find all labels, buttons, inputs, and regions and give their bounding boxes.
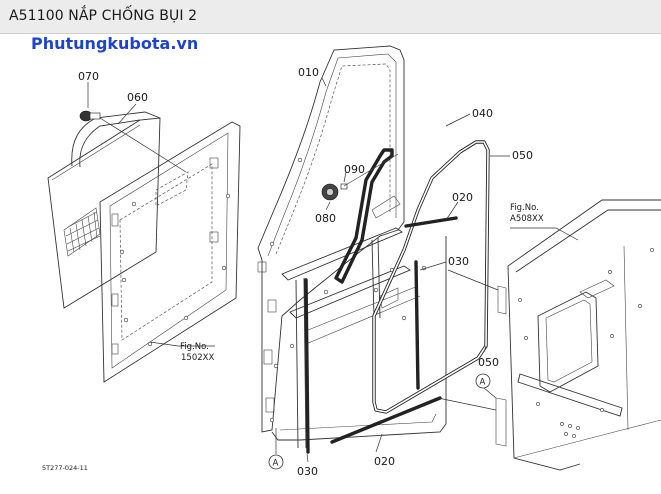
bolt-090-part	[340, 183, 348, 190]
cabin-body	[495, 199, 661, 471]
part-label-020-lower: 020	[374, 455, 395, 468]
part-label-050-lower: 050	[478, 356, 499, 369]
part-label-060: 060	[127, 91, 148, 104]
frame-plate	[99, 121, 241, 383]
mesh-screen	[63, 207, 101, 257]
fig-ref-a508-prefix: Fig.No.	[510, 203, 539, 213]
fig-ref-a508-number: A508XX	[510, 214, 544, 224]
part-label-080: 080	[315, 212, 336, 225]
part-label-030: 030	[448, 255, 469, 268]
watermark-text: Phutungkubota.vn	[31, 34, 198, 53]
strip-020-lower	[330, 396, 442, 444]
seal-050-part	[372, 140, 490, 414]
part-label-050: 050	[512, 149, 533, 162]
parts-diagram: Phutungkubota.vn	[31, 34, 661, 478]
strip-030-left	[304, 278, 310, 454]
section-marker-left: A	[273, 459, 279, 469]
seal-040-part	[334, 148, 394, 284]
section-marker-right: A	[480, 378, 486, 388]
part-label-030-lower: 030	[297, 465, 318, 478]
part-label-070: 070	[78, 70, 99, 83]
part-label-010: 010	[298, 66, 319, 79]
fig-ref-1502-prefix: Fig.No.	[180, 342, 209, 352]
lock-080-part	[321, 183, 339, 201]
part-label-040: 040	[472, 107, 493, 120]
part-label-090: 090	[344, 163, 365, 176]
strip-030-right	[414, 260, 420, 390]
door-frame	[257, 45, 447, 449]
dust-cover-panel	[47, 111, 161, 309]
knob-070-part	[79, 110, 101, 122]
strip-020-upper	[404, 216, 458, 228]
page-title: A51100 NẮP CHỐNG BỤI 2	[9, 8, 198, 24]
part-label-020: 020	[452, 191, 473, 204]
header-bar: A51100 NẮP CHỐNG BỤI 2	[0, 0, 661, 34]
drawing-code: 5T277-024-11	[42, 464, 88, 472]
fig-ref-1502-number: 1502XX	[181, 353, 214, 363]
